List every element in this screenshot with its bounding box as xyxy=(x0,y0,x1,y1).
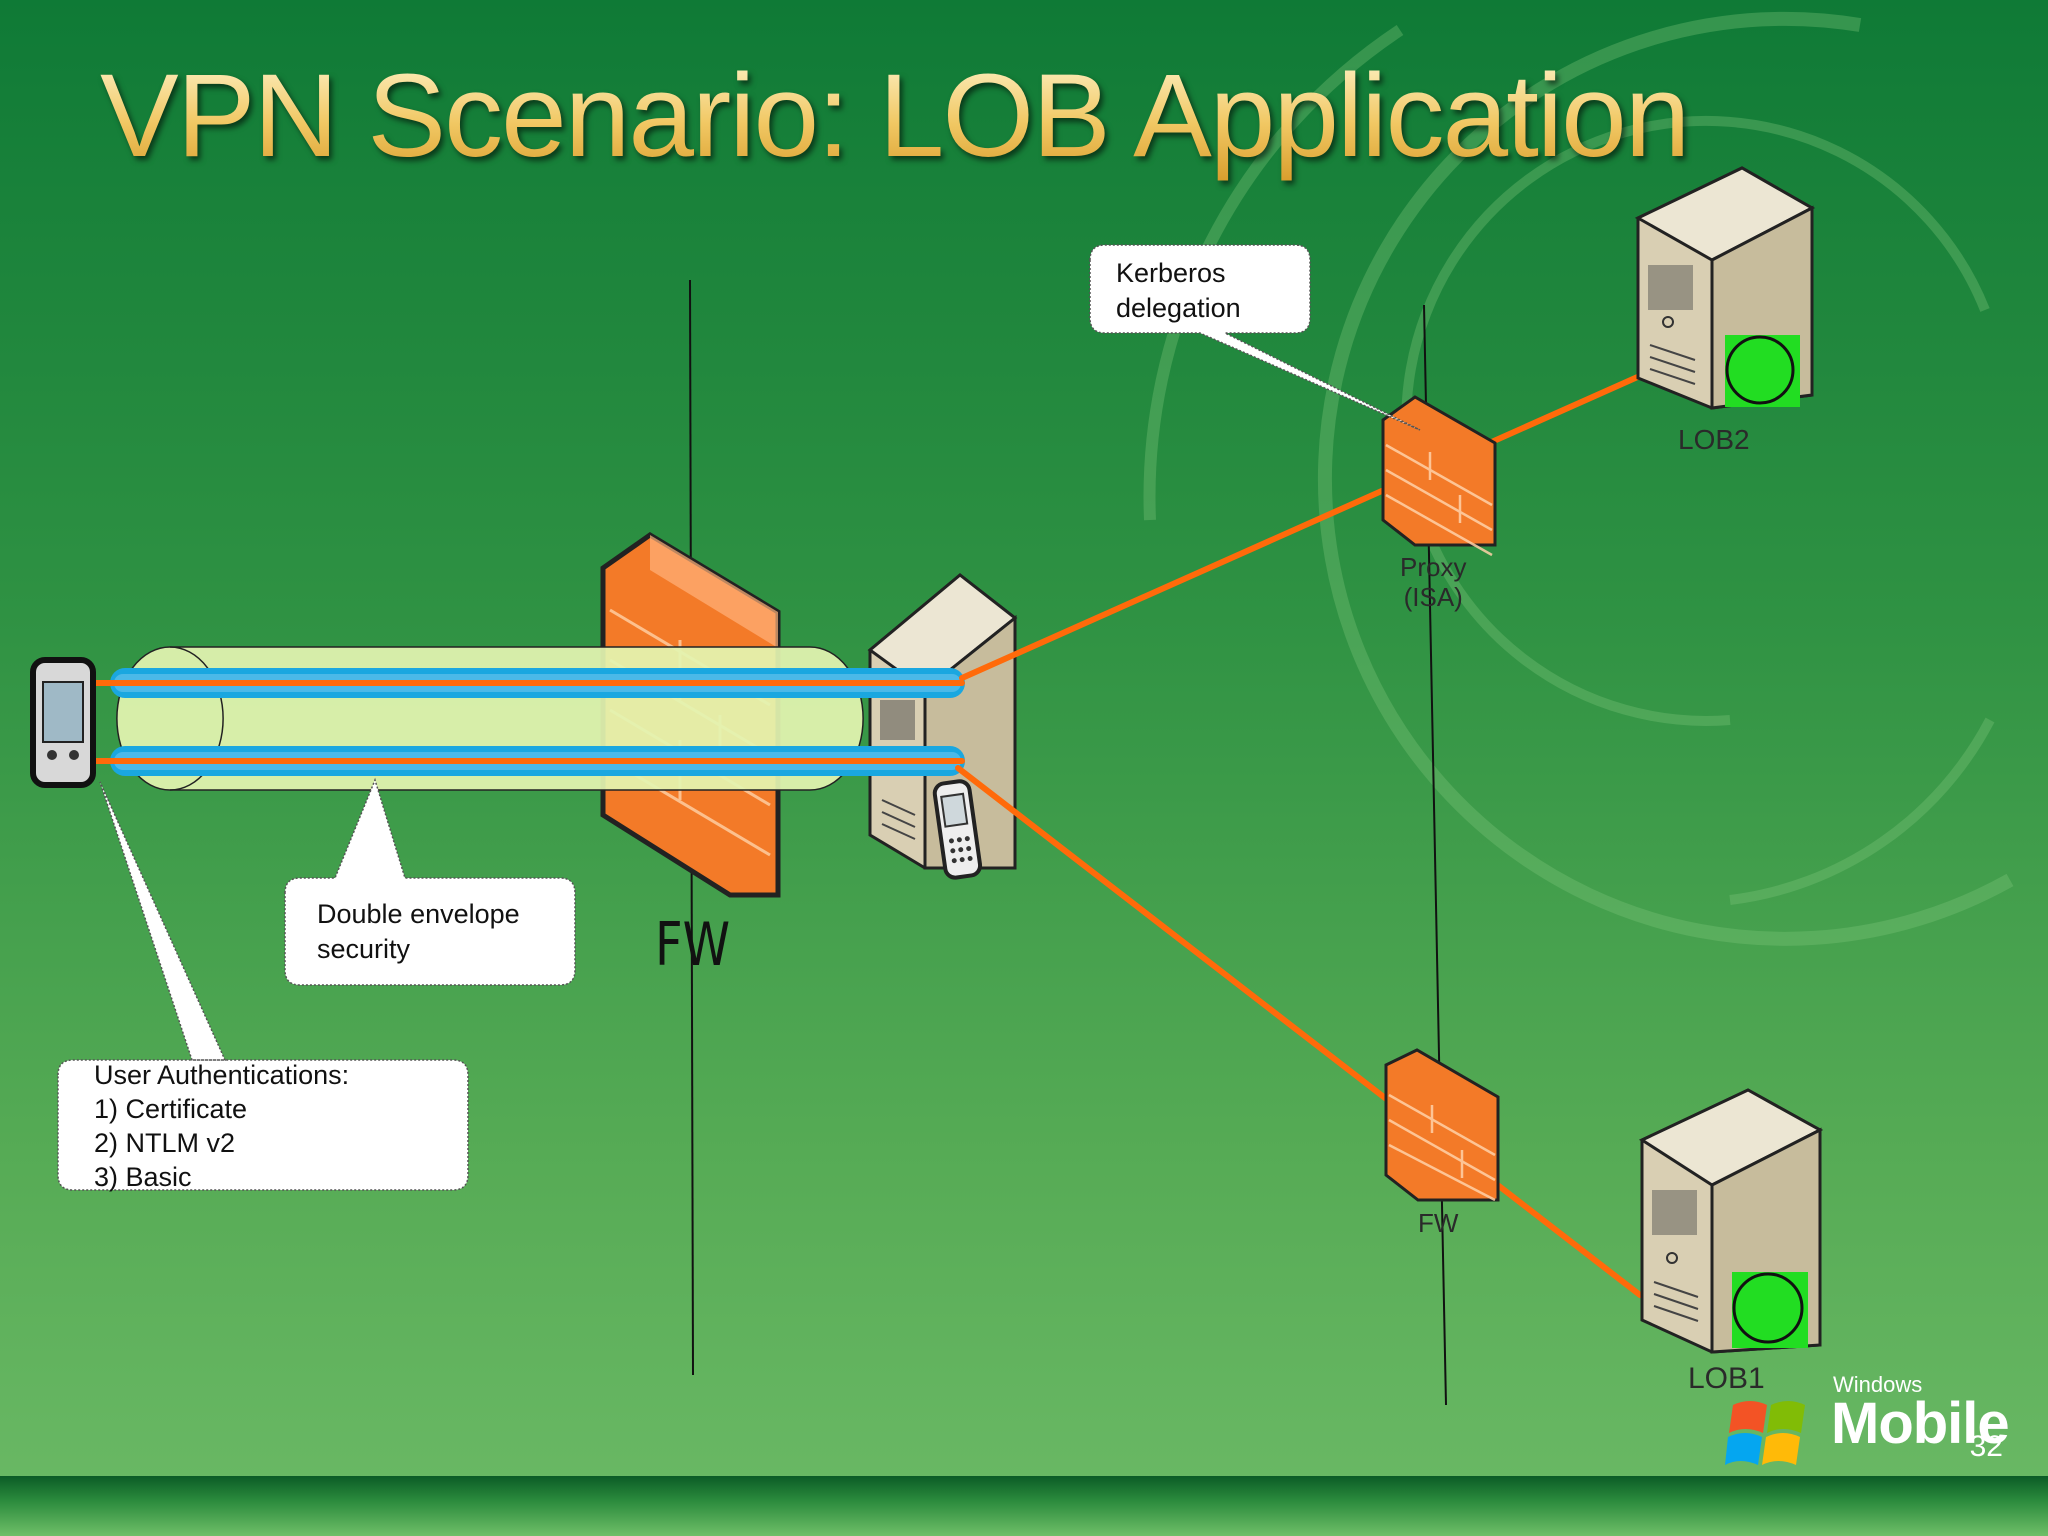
kerberos-callout-shape xyxy=(1089,244,1421,431)
callout-bubbles xyxy=(57,244,1421,1191)
page-number: 32 xyxy=(1969,1430,2003,1463)
user-auth-callout-line: 2) NTLM v2 xyxy=(94,1128,236,1158)
logo-small-text: Windows xyxy=(1833,1372,1923,1397)
user-auth-callout-line: User Authentications: xyxy=(94,1060,350,1090)
background-swirl xyxy=(1143,11,2014,946)
user-auth-callout-line: 3) Basic xyxy=(94,1162,192,1192)
kerberos-callout: Kerberos delegation xyxy=(1116,256,1241,326)
lob2-label: LOB2 xyxy=(1678,424,1750,455)
user-auth-callout-line: 1) Certificate xyxy=(94,1094,248,1124)
windows-flag-icon xyxy=(1725,1401,1805,1465)
phone-icon xyxy=(932,779,983,880)
kerberos-callout-line: Kerberos xyxy=(1116,258,1226,288)
double-envelope-callout-shape xyxy=(284,777,576,986)
pda-icon xyxy=(30,657,96,788)
proxy-label-line1: Proxy xyxy=(1400,552,1467,582)
proxy-firewall-icon xyxy=(1381,395,1497,557)
lob1-server-icon xyxy=(1638,1088,1824,1354)
bottom-band xyxy=(0,1476,2048,1536)
lower-firewall-icon xyxy=(1384,1048,1500,1202)
logo-big-text: Mobile xyxy=(1831,1391,2010,1456)
vpn-tunnel xyxy=(110,646,965,791)
user-auth-callout: User Authentications: 1) Certificate 2) … xyxy=(94,1058,349,1194)
proxy-label: Proxy (ISA) xyxy=(1400,552,1466,612)
lob1-label: LOB1 xyxy=(1688,1362,1765,1395)
double-envelope-callout-line: security xyxy=(317,934,411,964)
fw-lower-label: FW xyxy=(1418,1208,1459,1238)
fw-main-label: FW xyxy=(655,910,731,980)
user-auth-callout-shape xyxy=(57,781,469,1191)
double-envelope-callout-line: Double envelope xyxy=(317,899,520,929)
kerberos-callout-line: delegation xyxy=(1116,293,1241,323)
proxy-label-line2: (ISA) xyxy=(1403,582,1463,612)
windows-mobile-logo: Windows Mobile xyxy=(1725,1370,2025,1460)
double-envelope-callout: Double envelope security xyxy=(317,897,520,967)
lob2-server-icon xyxy=(1634,166,1816,410)
connection-lines xyxy=(92,372,1645,1298)
slide-title: VPN Scenario: LOB Application xyxy=(100,50,1690,182)
